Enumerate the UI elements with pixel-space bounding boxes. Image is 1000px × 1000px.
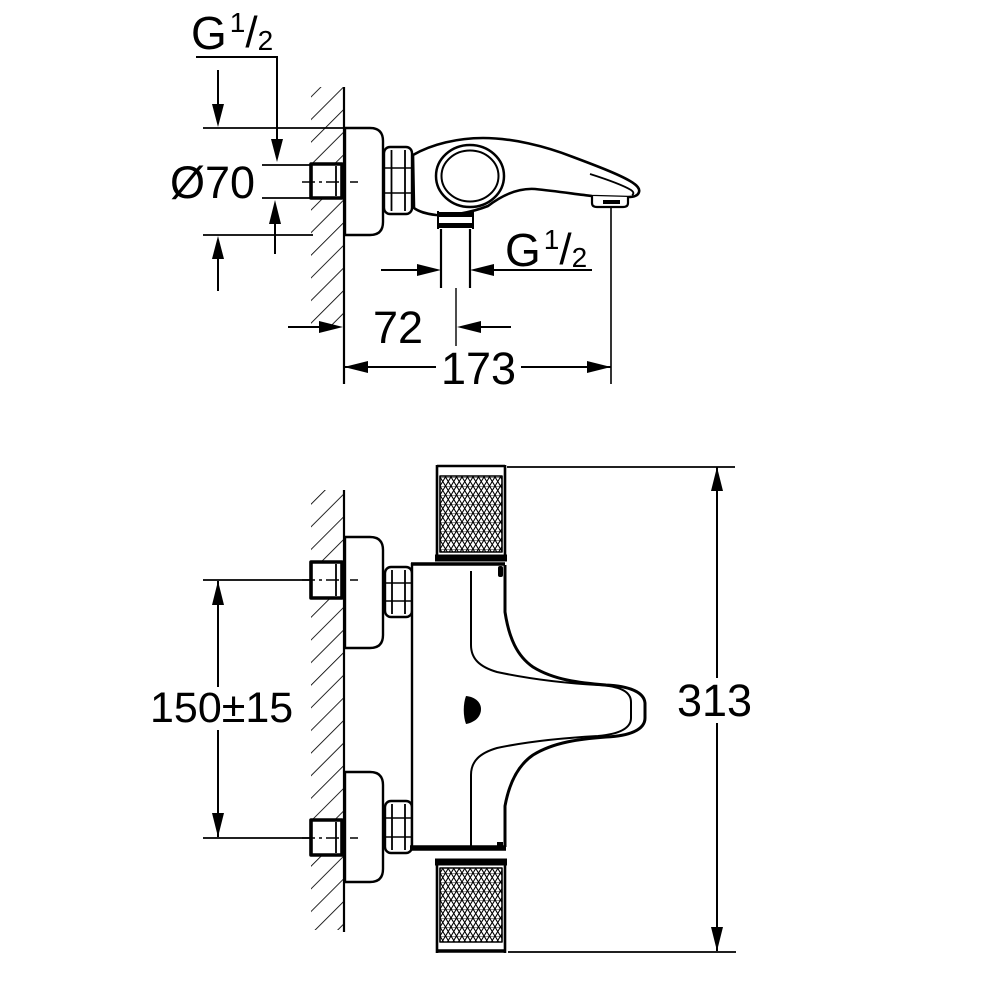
- thread-numerator: 1: [229, 7, 246, 38]
- thread-numerator: 1: [543, 224, 560, 255]
- knurl-texture: [439, 475, 503, 553]
- dim-flange-diameter: [212, 70, 224, 291]
- dim-spout-thread: [381, 264, 592, 276]
- spout-tip-inner-line: [589, 173, 635, 196]
- outlet-collar: [437, 211, 474, 229]
- inlet-nipple: [309, 162, 344, 200]
- label-wall-to-tip: 173: [436, 346, 522, 391]
- wall-hatch: [311, 87, 344, 330]
- thread-denominator: 2: [257, 25, 274, 56]
- mixer-body-fill: [412, 563, 645, 848]
- front-view: [203, 464, 736, 954]
- label-overall-length: 313: [672, 678, 758, 723]
- lower-union-nut: [383, 799, 414, 855]
- body-corner-tick-bottom: [497, 842, 503, 848]
- label-wall-to-pipe: 72: [373, 302, 424, 353]
- bottom-knurled-knob: [435, 858, 507, 954]
- control-dial-outer: [434, 143, 506, 209]
- dim-wall-to-pipe: [288, 321, 511, 333]
- body-corner-tick-top: [498, 566, 503, 577]
- wall-flange: [343, 126, 385, 237]
- knurl-texture: [439, 867, 503, 943]
- dim-inlet-thread: [196, 56, 283, 254]
- control-dial-inner: [440, 149, 500, 203]
- logo-mark: [463, 696, 481, 724]
- thread-slash: /: [559, 225, 572, 274]
- thread-prefix: G: [505, 224, 541, 276]
- lower-flange: [343, 770, 385, 884]
- label-flange-diameter: Ø70: [170, 157, 256, 208]
- thread-denominator: 2: [571, 242, 588, 273]
- thread-slash: /: [245, 8, 258, 57]
- top-knurled-knob: [435, 464, 507, 562]
- side-view: [196, 56, 641, 384]
- wall-hatch: [311, 490, 344, 930]
- body-wing-outline: [503, 565, 647, 847]
- body-inner-contour: [470, 571, 632, 846]
- upper-flange: [343, 535, 385, 650]
- thread-prefix: G: [191, 7, 227, 59]
- union-nut: [382, 145, 414, 216]
- upper-union-nut: [383, 565, 414, 619]
- label-inlet-spacing: 150±15: [145, 687, 299, 730]
